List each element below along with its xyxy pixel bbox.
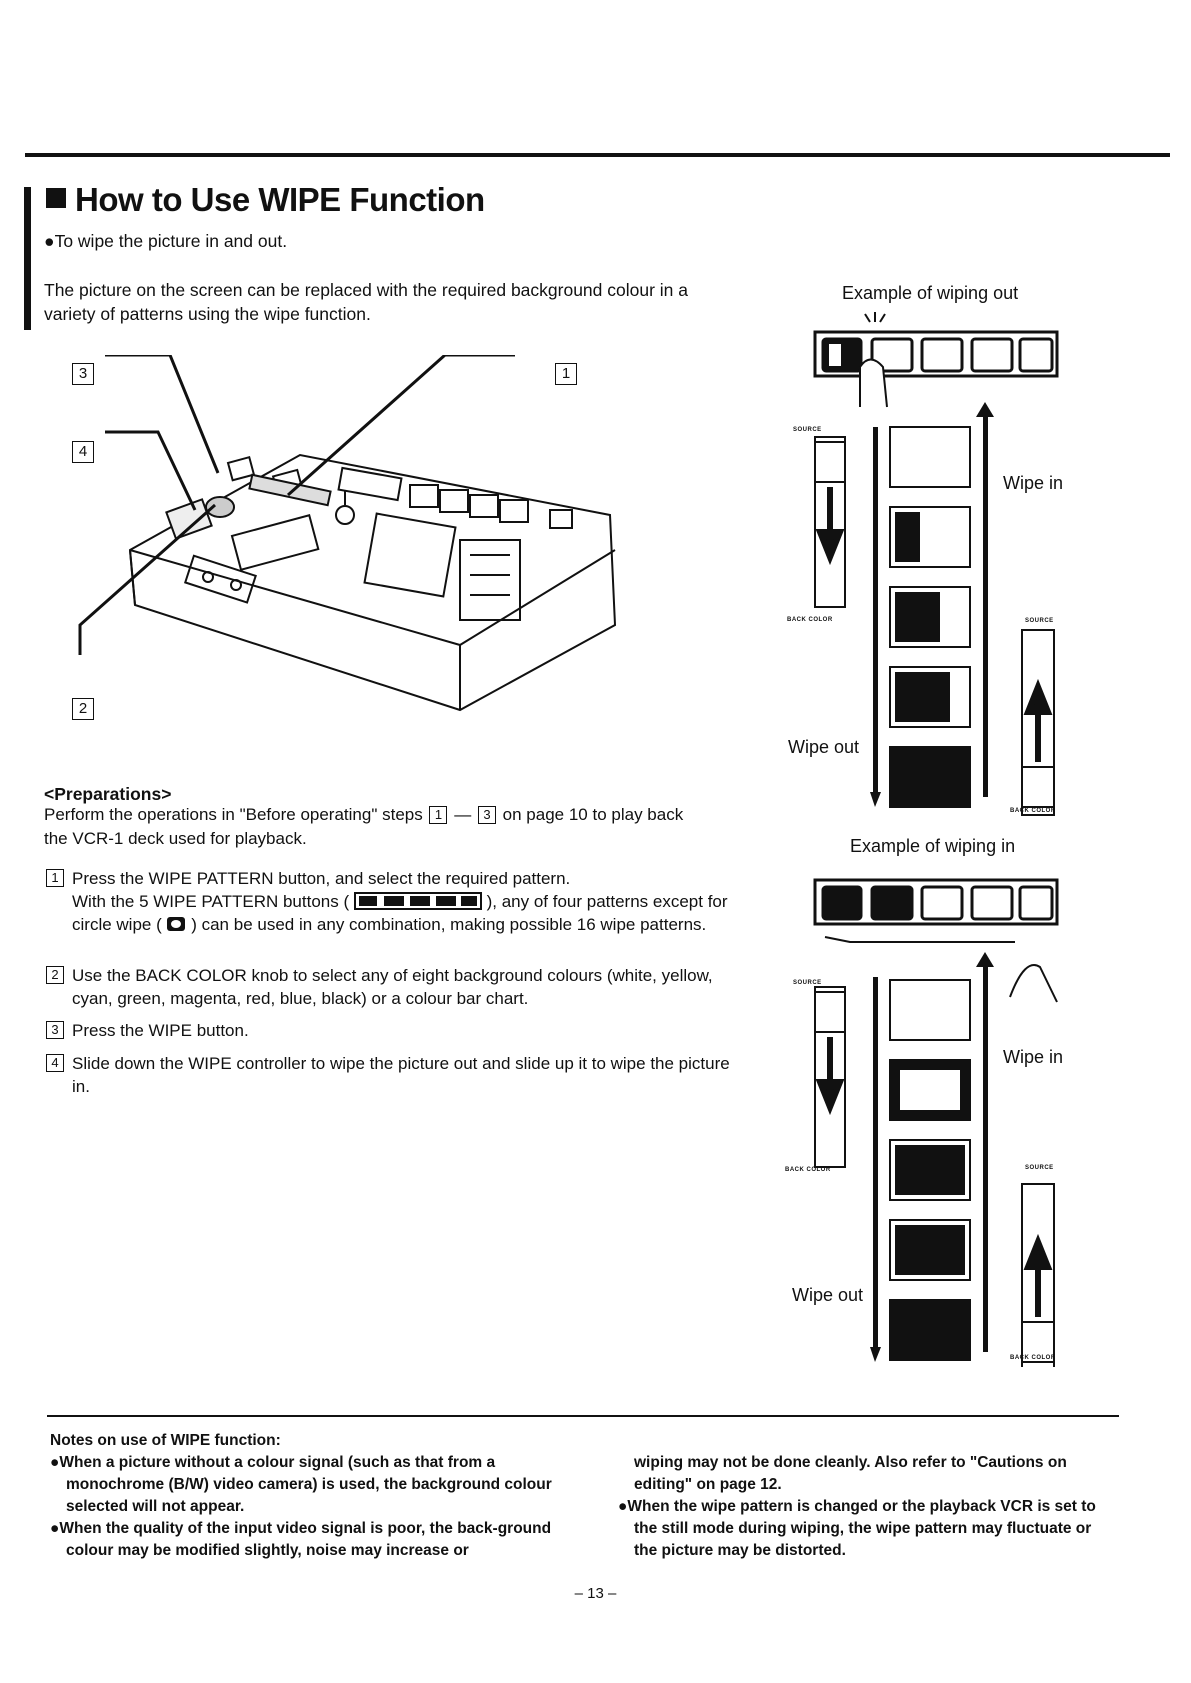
wiping-in-caption: Example of wiping in bbox=[850, 836, 1016, 856]
callout-1: 1 bbox=[555, 363, 577, 385]
step-text: Press the WIPE PATTERN button, and selec… bbox=[72, 869, 571, 888]
note-bullet-3: ●When the wipe pattern is changed or the… bbox=[618, 1498, 1096, 1559]
wipe-pattern-buttons-icon bbox=[353, 892, 482, 910]
page-number: – 13 – bbox=[574, 1585, 617, 1602]
notes-right-column: wiping may not be done cleanly. Also ref… bbox=[618, 1452, 1118, 1562]
wipe-in-label-1: Wipe in bbox=[1003, 473, 1064, 493]
page-title: How to Use WIPE Function bbox=[46, 181, 485, 219]
wiping-out-caption: Example of wiping out bbox=[842, 283, 1019, 303]
preparations-text: Perform the operations in "Before operat… bbox=[44, 803, 709, 851]
wipe-out-label-1: Wipe out bbox=[788, 737, 860, 757]
note-bullet-1: ●When a picture without a colour signal … bbox=[50, 1454, 552, 1515]
switcher-device-diagram bbox=[78, 355, 617, 712]
subtitle: ●To wipe the picture in and out. bbox=[44, 231, 288, 251]
note-bullet-2-cont: wiping may not be done cleanly. Also ref… bbox=[634, 1454, 1067, 1493]
step-number: 2 bbox=[46, 966, 64, 984]
callout-2: 2 bbox=[72, 698, 94, 720]
source-label-3: SOURCE bbox=[793, 980, 822, 986]
note-bullet-2: ●When the quality of the input video sig… bbox=[50, 1520, 552, 1559]
step-text-part: ) can be used in any combination, making… bbox=[191, 915, 707, 934]
preparations-heading: <Preparations> bbox=[44, 784, 172, 804]
step-text-cont: With the 5 WIPE PATTERN buttons ( ), any… bbox=[72, 890, 732, 936]
step-4: 4 Slide down the WIPE controller to wipe… bbox=[44, 1052, 732, 1098]
step-text: Press the WIPE button. bbox=[72, 1021, 249, 1040]
prep-step-from: 1 bbox=[429, 806, 448, 824]
notes-heading: Notes on use of WIPE function: bbox=[50, 1432, 281, 1449]
circle-wipe-icon bbox=[167, 917, 186, 931]
prep-text-b: on page 10 to play back the VCR-1 deck u… bbox=[44, 805, 684, 848]
source-label-4: SOURCE bbox=[1025, 1165, 1054, 1171]
step-1: 1 Press the WIPE PATTERN button, and sel… bbox=[44, 867, 732, 936]
step-text-part: With the 5 WIPE PATTERN buttons ( bbox=[72, 892, 350, 911]
top-rule bbox=[25, 153, 1170, 157]
back-color-label-4: BACK COLOR bbox=[1010, 1355, 1056, 1361]
step-text-part: ), any of four patterns except for circl… bbox=[72, 892, 728, 934]
section-marker bbox=[24, 187, 31, 330]
wipe-out-label-2: Wipe out bbox=[792, 1285, 864, 1305]
step-2: 2 Use the BACK COLOR knob to select any … bbox=[44, 964, 732, 1010]
wiping-out-illustration bbox=[813, 312, 1059, 816]
step-number: 1 bbox=[46, 869, 64, 887]
back-color-label-3: BACK COLOR bbox=[785, 1167, 831, 1173]
callout-3: 3 bbox=[72, 363, 94, 385]
notes-left-column: Notes on use of WIPE function: ●When a p… bbox=[50, 1430, 555, 1562]
intro-paragraph: The picture on the screen can be replace… bbox=[44, 280, 689, 324]
callout-4: 4 bbox=[72, 441, 94, 463]
notes-rule bbox=[47, 1415, 1119, 1417]
step-text: Use the BACK COLOR knob to select any of… bbox=[72, 966, 713, 1008]
wiping-in-illustration bbox=[813, 878, 1059, 1367]
title-text: How to Use WIPE Function bbox=[75, 181, 485, 218]
step-number: 3 bbox=[46, 1021, 64, 1039]
source-label-2: SOURCE bbox=[1025, 618, 1054, 624]
back-color-label-1: BACK COLOR bbox=[787, 617, 833, 623]
prep-text-a: Perform the operations in "Before operat… bbox=[44, 805, 423, 824]
prep-step-to: 3 bbox=[477, 806, 496, 824]
source-label-1: SOURCE bbox=[793, 427, 822, 433]
square-bullet-icon bbox=[46, 188, 66, 208]
step-3: 3 Press the WIPE button. bbox=[44, 1019, 732, 1042]
wipe-in-label-2: Wipe in bbox=[1003, 1047, 1064, 1067]
back-color-label-2: BACK COLOR bbox=[1010, 808, 1056, 814]
step-number: 4 bbox=[46, 1054, 64, 1072]
prep-dash: — bbox=[454, 805, 472, 824]
step-text: Slide down the WIPE controller to wipe t… bbox=[72, 1054, 730, 1096]
